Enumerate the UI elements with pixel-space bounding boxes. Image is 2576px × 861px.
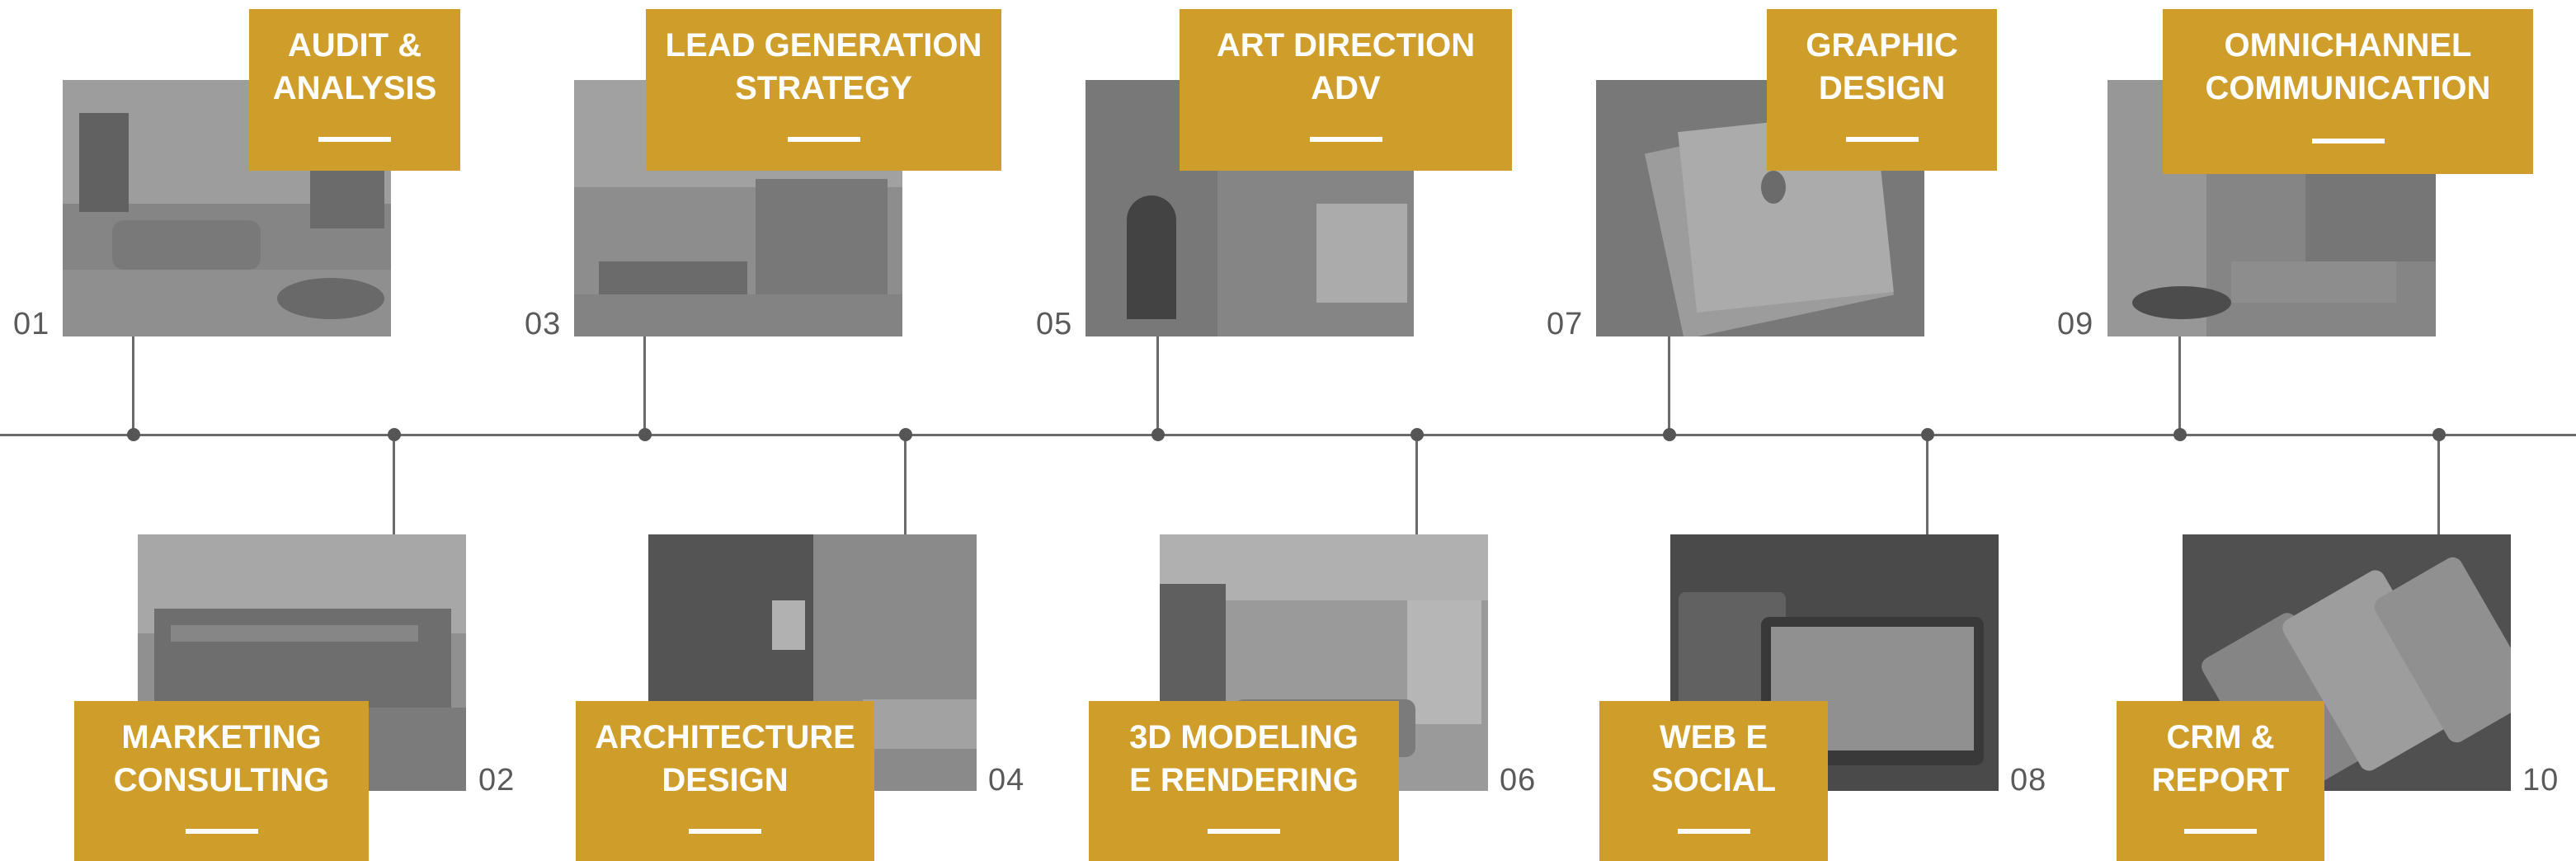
step-number: 06 — [1500, 763, 1537, 797]
step-number: 09 — [2057, 307, 2094, 341]
step-title-line: E RENDERING — [1129, 762, 1359, 798]
timeline-connector — [2437, 435, 2440, 534]
timeline-connector — [1926, 435, 1928, 534]
timeline-dot — [1151, 428, 1165, 441]
timeline-dot — [1410, 428, 1424, 441]
step-number: 01 — [13, 307, 50, 341]
title-underline — [2311, 139, 2385, 144]
step-number: 07 — [1547, 307, 1584, 341]
step-title-line: COMMUNICATION — [2205, 70, 2491, 106]
timeline-dot — [2432, 428, 2446, 441]
step-title-line: AUDIT & — [287, 27, 422, 64]
step-number: 03 — [525, 307, 562, 341]
step-title-line: DESIGN — [1818, 70, 1946, 106]
step-09-title[interactable]: OMNICHANNEL COMMUNICATION — [2163, 9, 2533, 174]
step-10-title[interactable]: CRM & REPORT — [2117, 701, 2324, 861]
step-title-line: SOCIAL — [1651, 762, 1777, 798]
timeline-dot — [2173, 428, 2187, 441]
step-title-line: 3D MODELING — [1129, 719, 1359, 755]
step-number: 08 — [2010, 763, 2047, 797]
timeline-connector — [1668, 336, 1670, 435]
step-number: 04 — [988, 763, 1025, 797]
title-underline — [318, 137, 391, 142]
timeline-dot — [638, 428, 652, 441]
title-underline — [689, 829, 761, 834]
step-title-line: GRAPHIC — [1806, 27, 1958, 64]
title-underline — [1309, 137, 1382, 142]
step-02-title[interactable]: MARKETING CONSULTING — [74, 701, 369, 861]
step-05-title[interactable]: ART DIRECTION ADV — [1180, 9, 1512, 171]
step-title-line: ADV — [1311, 70, 1381, 106]
step-title-line: ARCHITECTURE — [595, 719, 855, 755]
step-title-line: WEB E — [1659, 719, 1768, 755]
step-title-line: CRM & — [2166, 719, 2275, 755]
step-08-title[interactable]: WEB E SOCIAL — [1599, 701, 1828, 861]
timeline-dot — [899, 428, 912, 441]
title-underline — [1845, 137, 1919, 142]
step-01-title[interactable]: AUDIT & ANALYSIS — [249, 9, 460, 171]
title-underline — [185, 829, 258, 834]
timeline-connector — [132, 336, 134, 435]
title-underline — [2184, 829, 2257, 834]
step-number: 10 — [2522, 763, 2560, 797]
timeline-connector — [643, 336, 646, 435]
title-underline — [1677, 829, 1750, 834]
step-title-line: LEAD GENERATION — [665, 27, 982, 64]
step-title-line: DESIGN — [662, 762, 789, 798]
title-underline — [787, 137, 860, 142]
step-title-line: ANALYSIS — [272, 70, 437, 106]
step-07-image[interactable] — [1596, 80, 1924, 336]
timeline-dot — [388, 428, 401, 441]
step-title-line: STRATEGY — [735, 70, 912, 106]
timeline-connector — [2178, 336, 2181, 435]
step-number: 02 — [478, 763, 516, 797]
timeline-connector — [904, 435, 907, 534]
step-title-line: CONSULTING — [113, 762, 330, 798]
timeline-dot — [1663, 428, 1676, 441]
step-title-line: OMNICHANNEL — [2224, 27, 2472, 64]
step-04-title[interactable]: ARCHITECTURE DESIGN — [576, 701, 874, 861]
step-title-line: REPORT — [2151, 762, 2290, 798]
timeline-connector — [1415, 435, 1418, 534]
timeline-connector — [1156, 336, 1159, 435]
timeline-connector — [393, 435, 395, 534]
title-underline — [1208, 829, 1280, 834]
timeline-axis — [0, 434, 2576, 436]
step-title-line: MARKETING — [121, 719, 322, 755]
timeline-dot — [127, 428, 140, 441]
step-number: 05 — [1036, 307, 1073, 341]
timeline-dot — [1921, 428, 1934, 441]
step-03-title[interactable]: LEAD GENERATION STRATEGY — [646, 9, 1001, 171]
step-06-title[interactable]: 3D MODELING E RENDERING — [1089, 701, 1399, 861]
step-title-line: ART DIRECTION — [1216, 27, 1476, 64]
step-07-title[interactable]: GRAPHIC DESIGN — [1767, 9, 1997, 171]
